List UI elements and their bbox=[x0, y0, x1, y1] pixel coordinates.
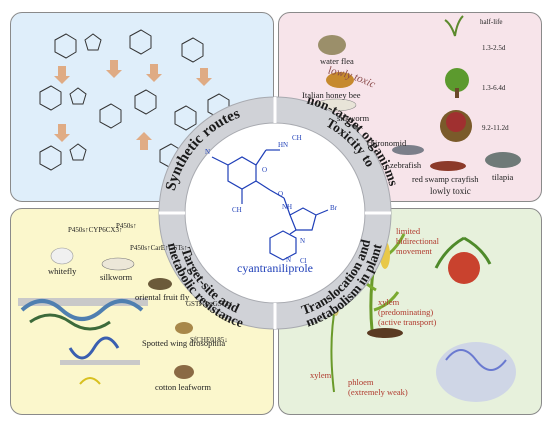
svg-text:Br: Br bbox=[330, 204, 338, 212]
limited-label: limited bbox=[396, 226, 421, 236]
structure-atom-labels: N HN CH O O NH CH Br N N Cl bbox=[205, 134, 338, 265]
synthetic-arrows bbox=[54, 60, 212, 150]
cyantraniliprole-structure bbox=[211, 149, 329, 261]
receptor-structure bbox=[18, 298, 148, 385]
xylem-label: xylem bbox=[310, 370, 332, 380]
xylem-pred-label-3: (active transport) bbox=[378, 317, 437, 327]
svg-text:N: N bbox=[205, 148, 210, 156]
fruit-fly-label: oriental fruit fly bbox=[135, 292, 190, 302]
xylem-pred-label-2: (predominating) bbox=[378, 307, 434, 317]
phloem-label-2: (extremely weak) bbox=[348, 387, 408, 397]
tilapia-icon bbox=[485, 152, 521, 168]
tilapia-label: tilapia bbox=[492, 172, 514, 182]
silkworm-larva-icon bbox=[101, 257, 135, 271]
silkworm-res-label: silkworm bbox=[100, 272, 133, 282]
water-flea-icon bbox=[318, 35, 346, 55]
chironomid-label: chironomid bbox=[367, 138, 407, 148]
half-life-label: half-life bbox=[480, 18, 503, 26]
movement-label: movement bbox=[396, 246, 432, 256]
svg-text:CH: CH bbox=[292, 134, 302, 142]
whitefly-icon bbox=[50, 247, 74, 265]
leafworm-icon bbox=[174, 365, 194, 379]
zebrafish-label: zebrafish bbox=[390, 160, 422, 170]
phloem-label: phloem bbox=[348, 377, 374, 387]
compound-name: cyantraniliprole bbox=[237, 261, 313, 275]
xylem-pred-label: xylem bbox=[378, 297, 400, 307]
half-life-value-3: 9.2-11.2d bbox=[482, 124, 509, 132]
whitefly-label: whitefly bbox=[48, 266, 77, 276]
gene-label-3: P450s↑CarE↑GSTs↑ bbox=[130, 244, 188, 252]
insect-icons bbox=[50, 247, 194, 379]
zebrafish-icon bbox=[392, 145, 424, 155]
gene-label-2: P450s↑ bbox=[116, 222, 137, 230]
svg-text:N: N bbox=[286, 256, 291, 264]
svg-text:NH: NH bbox=[282, 203, 292, 211]
silkworm-tox-label: silkworm bbox=[337, 113, 370, 123]
svg-text:CH: CH bbox=[232, 206, 242, 214]
gene-label-1: P450s↑CYP6CX3↑ bbox=[68, 226, 123, 234]
organism-icons bbox=[315, 35, 521, 171]
crayfish-icon bbox=[430, 161, 466, 171]
svg-text:O: O bbox=[278, 190, 283, 198]
fruit-fly-icon bbox=[148, 278, 172, 290]
crayfish-label: red swamp crayfish bbox=[412, 174, 479, 184]
honey-bee-label: Italian honey bee bbox=[302, 90, 361, 100]
lowly-toxic-label: lowly toxic bbox=[430, 186, 471, 196]
central-ring bbox=[158, 96, 392, 330]
water-flea-label: water flea bbox=[320, 56, 354, 66]
drosophila-label: Spotted wing drosophila bbox=[142, 338, 226, 348]
plant-growth-icons bbox=[440, 15, 472, 142]
svg-text:O: O bbox=[262, 166, 267, 174]
leafworm-label: cotton leafworm bbox=[155, 382, 211, 392]
half-life-value-2: 1.3-6.4d bbox=[482, 84, 506, 92]
honey-bee-icon bbox=[326, 72, 354, 88]
half-life-value-1: 1.3-2.5d bbox=[482, 44, 506, 52]
svg-text:Cl: Cl bbox=[300, 257, 307, 265]
bidirectional-label: bidirectional bbox=[396, 236, 439, 246]
svg-text:N: N bbox=[300, 237, 305, 245]
gene-label-5: SfCHE0185↓ bbox=[190, 336, 228, 344]
plant-icons bbox=[330, 233, 516, 402]
gene-label-4: GSTs↑ImGST1↑ bbox=[186, 300, 233, 308]
drosophila-icon bbox=[175, 322, 193, 334]
svg-text:HN: HN bbox=[278, 141, 288, 149]
